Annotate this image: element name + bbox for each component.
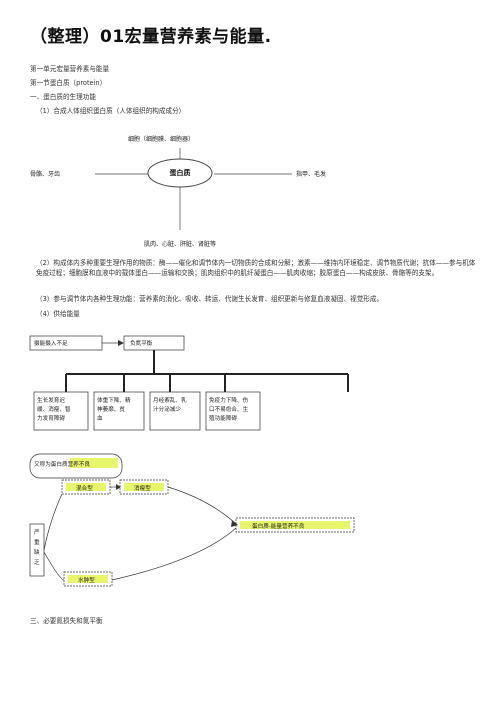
protein-center-ellipse xyxy=(147,158,213,188)
flow-box-weight-line: 神萎靡、贫 xyxy=(97,405,125,413)
flow-mid-label-1: 混合型 xyxy=(76,484,93,492)
unit-title: 第一单元宏量营养素与能量 xyxy=(30,65,110,73)
flow-balance-label: 负氮平衡 xyxy=(130,339,153,347)
flow-box-menstrual-line: 汁分泌减少 xyxy=(153,405,181,413)
flow-box-weight-line: 体重下降、精 xyxy=(97,396,131,404)
flow-box-menstrual xyxy=(149,391,201,431)
flow-box-immune-line: 免疫力下降、伤 xyxy=(209,396,249,404)
section-title: 第一节蛋白质（protein） xyxy=(30,79,107,87)
protein-top-label: 细胞（细胞膜、细胞器） xyxy=(128,135,194,143)
flow-bottom-label: 水肿型 xyxy=(78,576,95,584)
flow-severe-char: 重 xyxy=(34,538,40,546)
protein-bottom-label: 肌肉、心脏、肝脏、肾脏等 xyxy=(144,240,216,248)
flow-start-label: 摄能摄入不足 xyxy=(34,339,68,347)
flow-box-immune xyxy=(205,391,261,431)
heading-1: 一、蛋白质的生理功能 xyxy=(30,93,96,101)
flow-box-weight-line: 血 xyxy=(97,414,103,422)
paragraph-3: （3）参与调节体内各种生理功能：营养素的消化、吸收、转运、代谢生长发育、组织更新… xyxy=(36,295,384,303)
flowchart: 摄能摄入不足 负氮平衡 生长发育迟 缓、消瘦、智 力发育障碍 体重下降、精 神萎… xyxy=(29,335,355,587)
flow-box-growth-line: 生长发育迟 xyxy=(37,396,65,404)
flow-box-growth xyxy=(33,391,89,431)
protein-left-label: 骨骼、牙齿 xyxy=(30,170,60,178)
paragraph-2: （2）构成体内多种重要生理作用的物质：酶——催化和调节体内一切物质的合成和分解；… xyxy=(36,259,476,277)
flow-severe-char: 缺 xyxy=(34,548,40,556)
flow-box-menstrual-line: 月经紊乱、乳 xyxy=(153,396,187,404)
flow-box-growth-line: 力发育障碍 xyxy=(37,414,65,422)
flow-severe-char: 乏 xyxy=(34,559,40,566)
flow-box-immune-line: 殖功能障碍 xyxy=(209,414,237,422)
paragraph-4: （4）供给能量 xyxy=(36,310,80,318)
page-title: （整理）01宏量营养素与能量. xyxy=(30,27,272,47)
flow-box-weight xyxy=(93,391,145,431)
paragraph-1: （1）合成人体组织蛋白质（人体组织的构成成分） xyxy=(36,107,186,115)
flow-also-label: 又称为蛋白质营养不良 xyxy=(34,460,90,468)
protein-right-label: 指甲、毛发 xyxy=(296,170,326,178)
flow-box-growth-line: 缓、消瘦、智 xyxy=(37,405,71,413)
flow-severe-char: 严 xyxy=(34,529,40,536)
heading-3: 三、必要氮损失和氮平衡 xyxy=(30,617,103,625)
flow-box-immune-line: 口不易愈合、生 xyxy=(209,405,249,413)
protein-diagram-lines xyxy=(95,148,292,230)
flow-right-label: 蛋白质-能量营养不良 xyxy=(252,522,305,530)
protein-center-label: 蛋白质 xyxy=(170,168,191,177)
flow-mid-label-2: 消瘦型 xyxy=(134,484,151,492)
